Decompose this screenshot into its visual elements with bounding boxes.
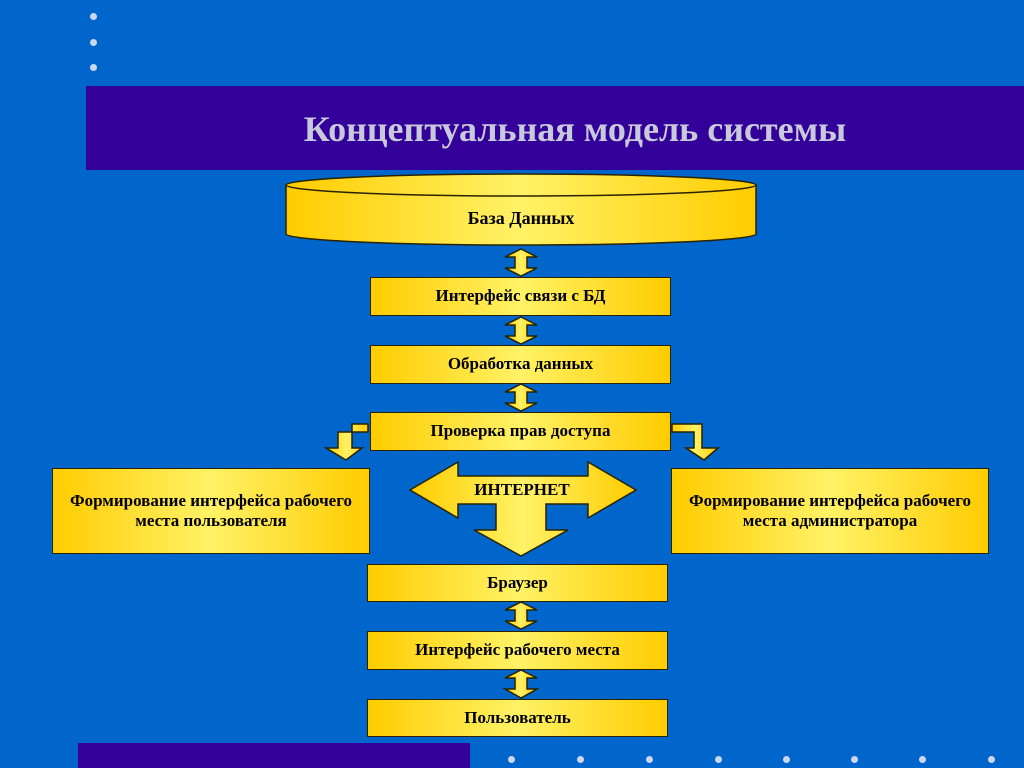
double-arrow-icon [504, 383, 538, 412]
access-check-box: Проверка прав доступа [370, 412, 671, 451]
decor-dot [919, 756, 926, 763]
decor-dot [90, 13, 97, 20]
decor-dot [715, 756, 722, 763]
db-interface-box: Интерфейс связи с БД [370, 277, 671, 316]
browser-box: Браузер [367, 564, 668, 602]
title-bar: Концептуальная модель системы [86, 86, 1024, 170]
double-arrow-icon [504, 601, 538, 630]
data-processing-box: Обработка данных [370, 345, 671, 384]
user-box: Пользователь [367, 699, 668, 737]
decor-dot [508, 756, 515, 763]
decor-dot [90, 64, 97, 71]
bent-arrow-right-icon [671, 423, 721, 461]
double-arrow-icon [502, 669, 540, 699]
database-cylinder [285, 173, 757, 246]
decor-dot [646, 756, 653, 763]
double-arrow-icon [504, 248, 538, 277]
decor-dot [577, 756, 584, 763]
internet-label: ИНТЕРНЕТ [474, 480, 570, 499]
decor-dot [90, 39, 97, 46]
bottom-accent-bar [78, 743, 470, 768]
decor-dot [988, 756, 995, 763]
user-workplace-forming-box: Формирование интерфейса рабочего места п… [52, 468, 370, 554]
database-label: База Данных [467, 207, 575, 228]
internet-arrow-shape [408, 460, 638, 557]
workplace-interface-box: Интерфейс рабочего места [367, 631, 668, 670]
admin-workplace-forming-box: Формирование интерфейса рабочего места а… [671, 468, 989, 554]
double-arrow-icon [504, 316, 538, 345]
decor-dot [851, 756, 858, 763]
bent-arrow-left-icon [323, 423, 369, 461]
slide-title: Концептуальная модель системы [303, 109, 847, 149]
decor-dot [783, 756, 790, 763]
